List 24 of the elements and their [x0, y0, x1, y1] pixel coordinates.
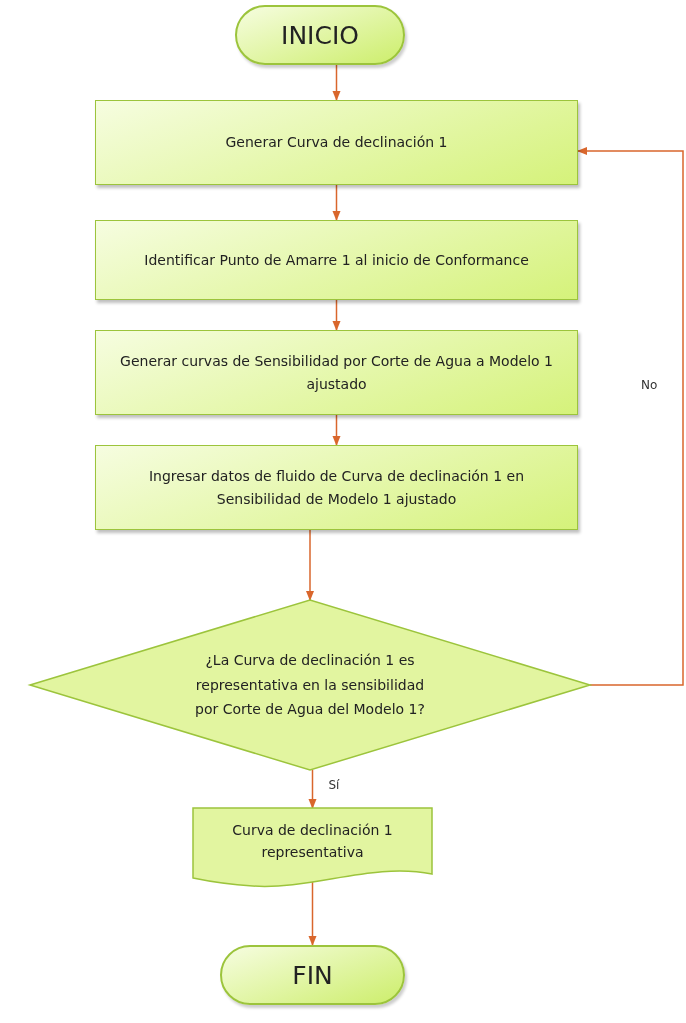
node-text: Ingresar datos de fluido de Curva de declinación 1 en Sensibilidad de Modelo 1 ajustado [147, 467, 526, 509]
node-text: FIN [292, 960, 333, 990]
node-text: Generar Curva de declinación 1 [225, 133, 448, 153]
arrow [332, 184, 341, 221]
process-box [95, 220, 578, 300]
arrow [332, 64, 341, 101]
arrow [332, 414, 341, 446]
node-text: Curva de declinación 1 representativa [231, 820, 394, 862]
edge-label: Sí [326, 778, 342, 792]
process-box [95, 330, 578, 415]
edge-label: No [639, 378, 660, 392]
arrow [577, 147, 684, 686]
arrow [332, 299, 341, 331]
arrow [306, 529, 314, 601]
end-terminal [220, 945, 405, 1005]
node-text: ¿La Curva de declinación 1 es representativa en la sensibilidad por Corte de Agua del Modelo 1? [194, 651, 426, 720]
node-text: Generar curvas de Sensibilidad por Corte de Agua a Modelo 1 ajustado [119, 352, 554, 394]
node-text: INICIO [281, 20, 359, 50]
node-text: Identificar Punto de Amarre 1 al inicio de Conformance [144, 250, 529, 270]
start-terminal [235, 5, 405, 65]
arrow [308, 769, 317, 809]
decision-diamond [30, 600, 590, 770]
process-box [95, 445, 578, 530]
process-box [95, 100, 578, 185]
